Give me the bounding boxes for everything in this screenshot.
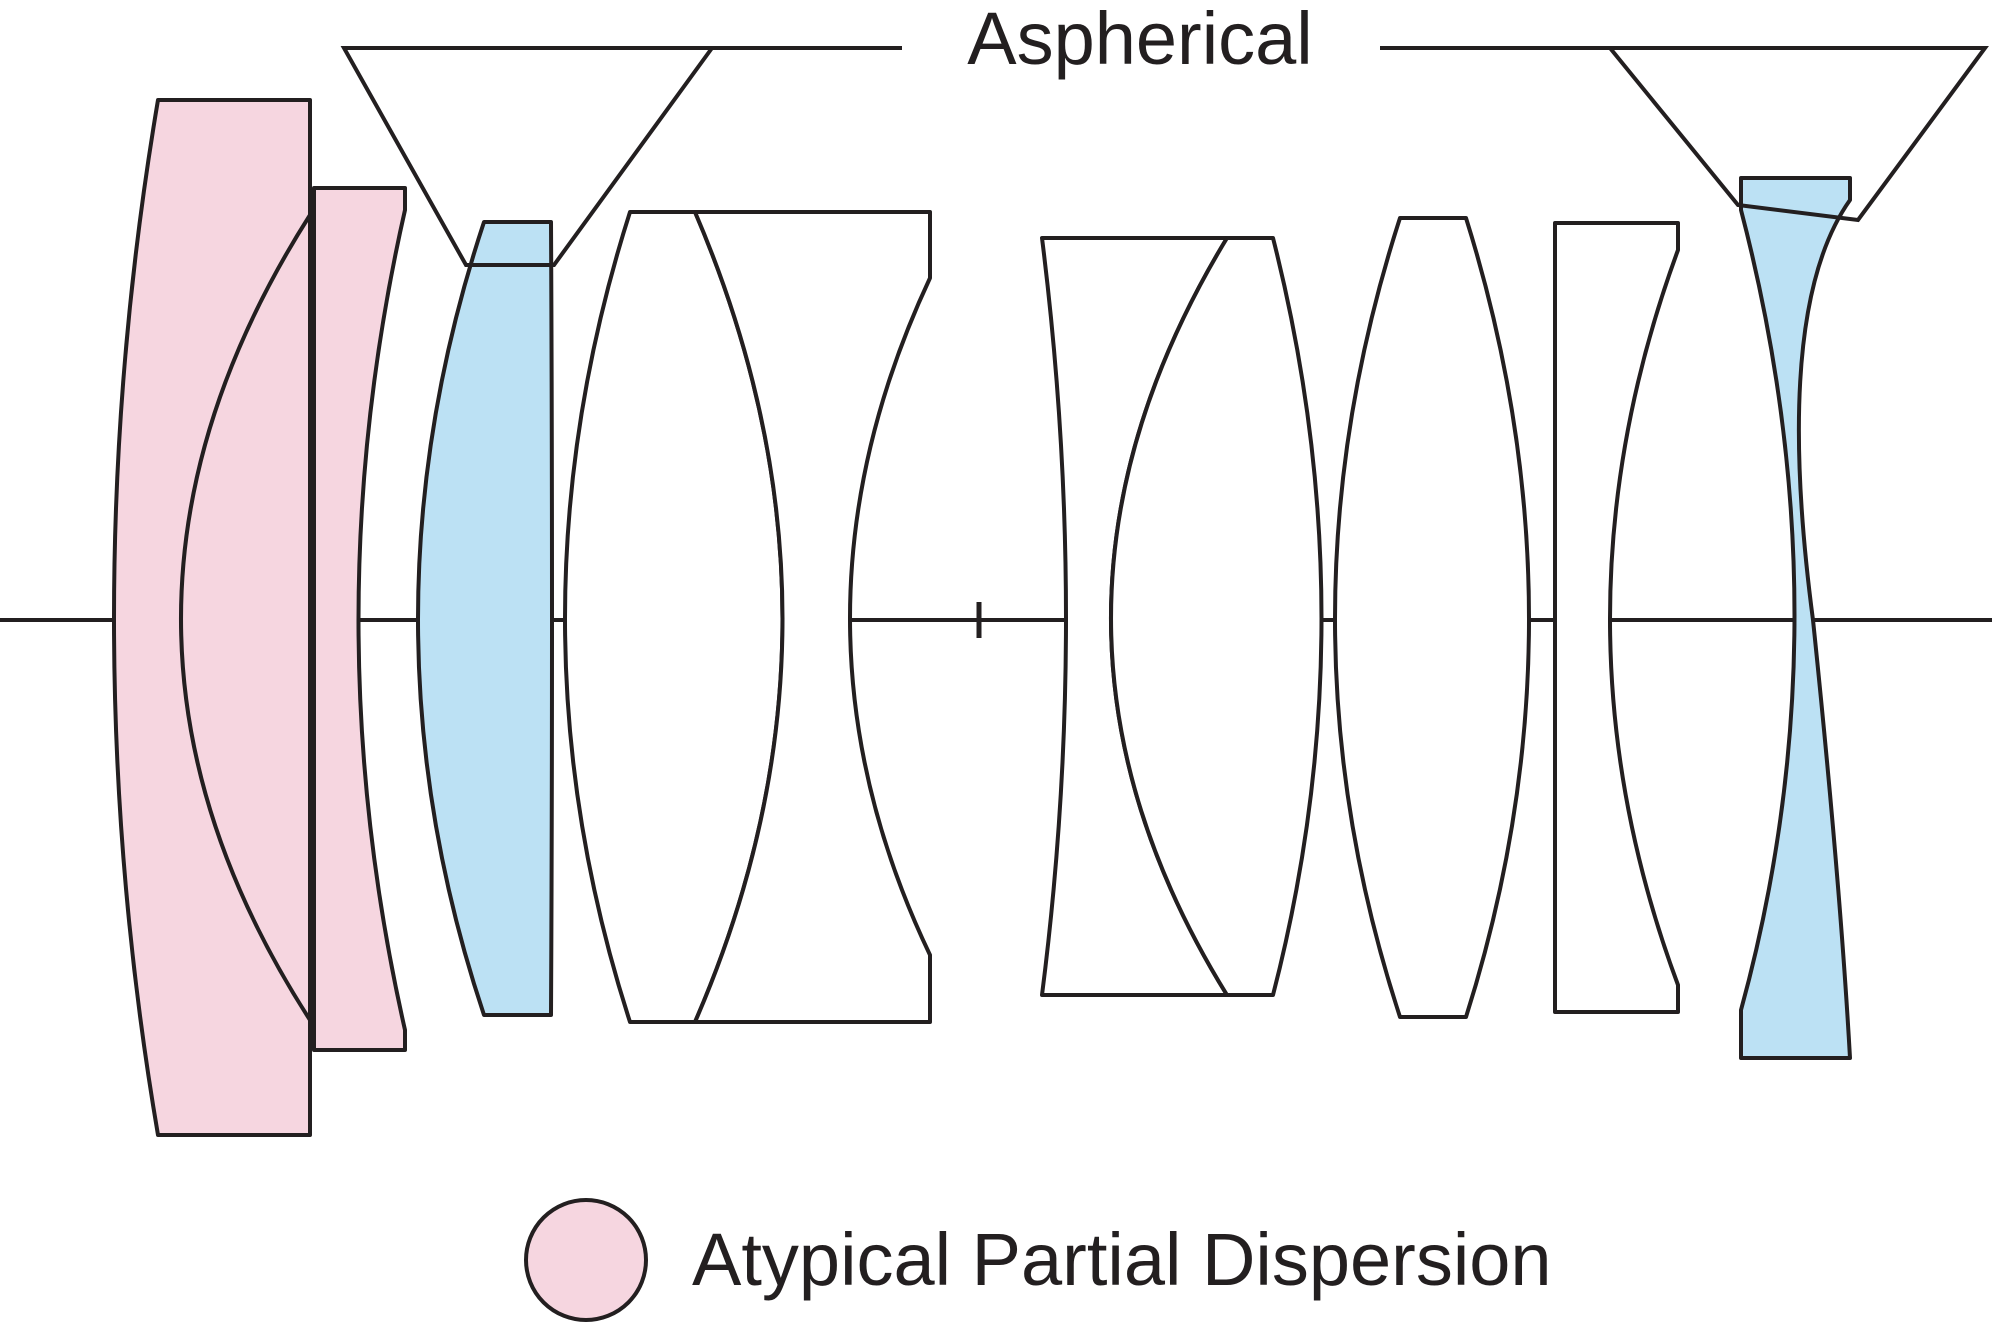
aspherical-callout-left bbox=[340, 46, 902, 267]
legend-label: Atypical Partial Dispersion bbox=[692, 1218, 1552, 1301]
lens-element-9 bbox=[1553, 221, 1680, 1014]
lens-element-2 bbox=[312, 186, 407, 1052]
aspherical-label: Aspherical bbox=[967, 0, 1313, 80]
legend-swatch-atypical-partial-dispersion bbox=[524, 1198, 648, 1322]
legend: Atypical Partial Dispersion bbox=[524, 1198, 1552, 1322]
lens-element-10 bbox=[1739, 176, 1852, 1060]
lens-element-5 bbox=[693, 210, 932, 1024]
lens-element-7 bbox=[1109, 236, 1324, 997]
lens-element-8 bbox=[1333, 216, 1531, 1019]
lens-element-3 bbox=[416, 220, 554, 1017]
lens-element-1 bbox=[112, 98, 312, 1137]
lens-element-1-inner-curve bbox=[179, 213, 312, 1022]
aspherical-callout-right bbox=[1380, 46, 1989, 223]
